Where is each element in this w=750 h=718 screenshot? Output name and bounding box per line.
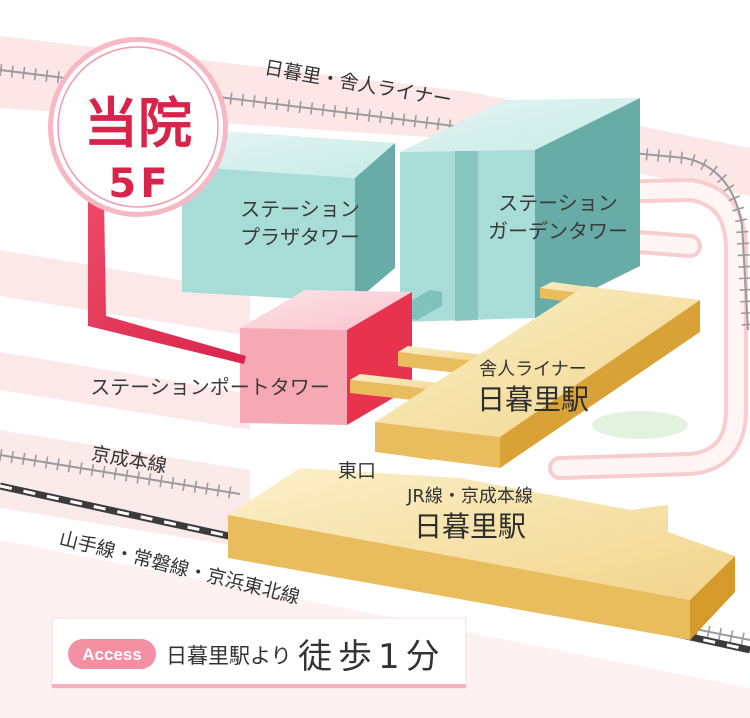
clinic-marker-title: 当院 [84, 92, 192, 155]
access-info: Access 日暮里駅より 徒歩1分 [51, 617, 467, 689]
plaza-tower-top-face [182, 131, 395, 178]
access-box-underline [52, 684, 466, 688]
jr-station-front-face [228, 515, 690, 640]
building-station-garden-tower [400, 98, 640, 322]
road-ribbon [422, 182, 744, 476]
green-patch [592, 411, 688, 439]
building-station-plaza-tower [182, 131, 395, 302]
jr-station-top-face [228, 468, 735, 600]
clinic-marker: 当院 5F [48, 37, 228, 217]
liner-station-front-face [375, 422, 500, 468]
plaza-tower-label-line1: ステーション [240, 197, 360, 221]
garden-tower-side-face [535, 98, 640, 318]
garden-tower-label-line1: ステーション [498, 191, 618, 215]
garden-tower-label-line2: ガーデンタワー [488, 219, 628, 243]
road-band [0, 250, 250, 336]
access-walk-time: 徒歩1分 [298, 637, 446, 677]
jr-station-name: 日暮里駅 [414, 510, 526, 543]
station-toneri-liner-nippori [350, 282, 700, 468]
liner-station-side-face [500, 300, 700, 468]
sky-bridge [405, 290, 442, 320]
clinic-marker-inner-ring [57, 46, 219, 208]
access-from-text: 日暮里駅より [166, 644, 292, 668]
garden-tower-recess [455, 151, 478, 321]
access-badge-label: Access [82, 645, 142, 664]
road-band [0, 352, 250, 430]
port-tower-front-face [240, 328, 347, 425]
access-badge [68, 639, 156, 669]
liner-station-line-label: 舎人ライナー [479, 359, 587, 380]
garden-tower-top-face [400, 98, 640, 152]
liner-station-name: 日暮里駅 [477, 383, 589, 416]
plaza-tower-label-line2: プラザタワー [240, 225, 360, 249]
station-jr-keisei-nippori [228, 468, 735, 640]
port-tower-top-face [240, 290, 412, 330]
plaza-tower-side-face [355, 143, 395, 302]
east-exit-label: 東口 [338, 460, 376, 482]
liner-walkway-arm [398, 346, 485, 375]
jr-station-side-face [690, 556, 735, 640]
road-band [0, 430, 250, 548]
liner-station-top-face [375, 286, 700, 437]
plaza-tower-front-face [182, 166, 355, 302]
clinic-pointer [88, 200, 246, 364]
clinic-marker-disc [53, 42, 223, 212]
port-tower-label: ステーションポートタワー [90, 375, 330, 399]
clinic-marker-floor: 5F [108, 161, 171, 207]
jr-station-line-label: JR線・京成本線 [406, 486, 533, 507]
